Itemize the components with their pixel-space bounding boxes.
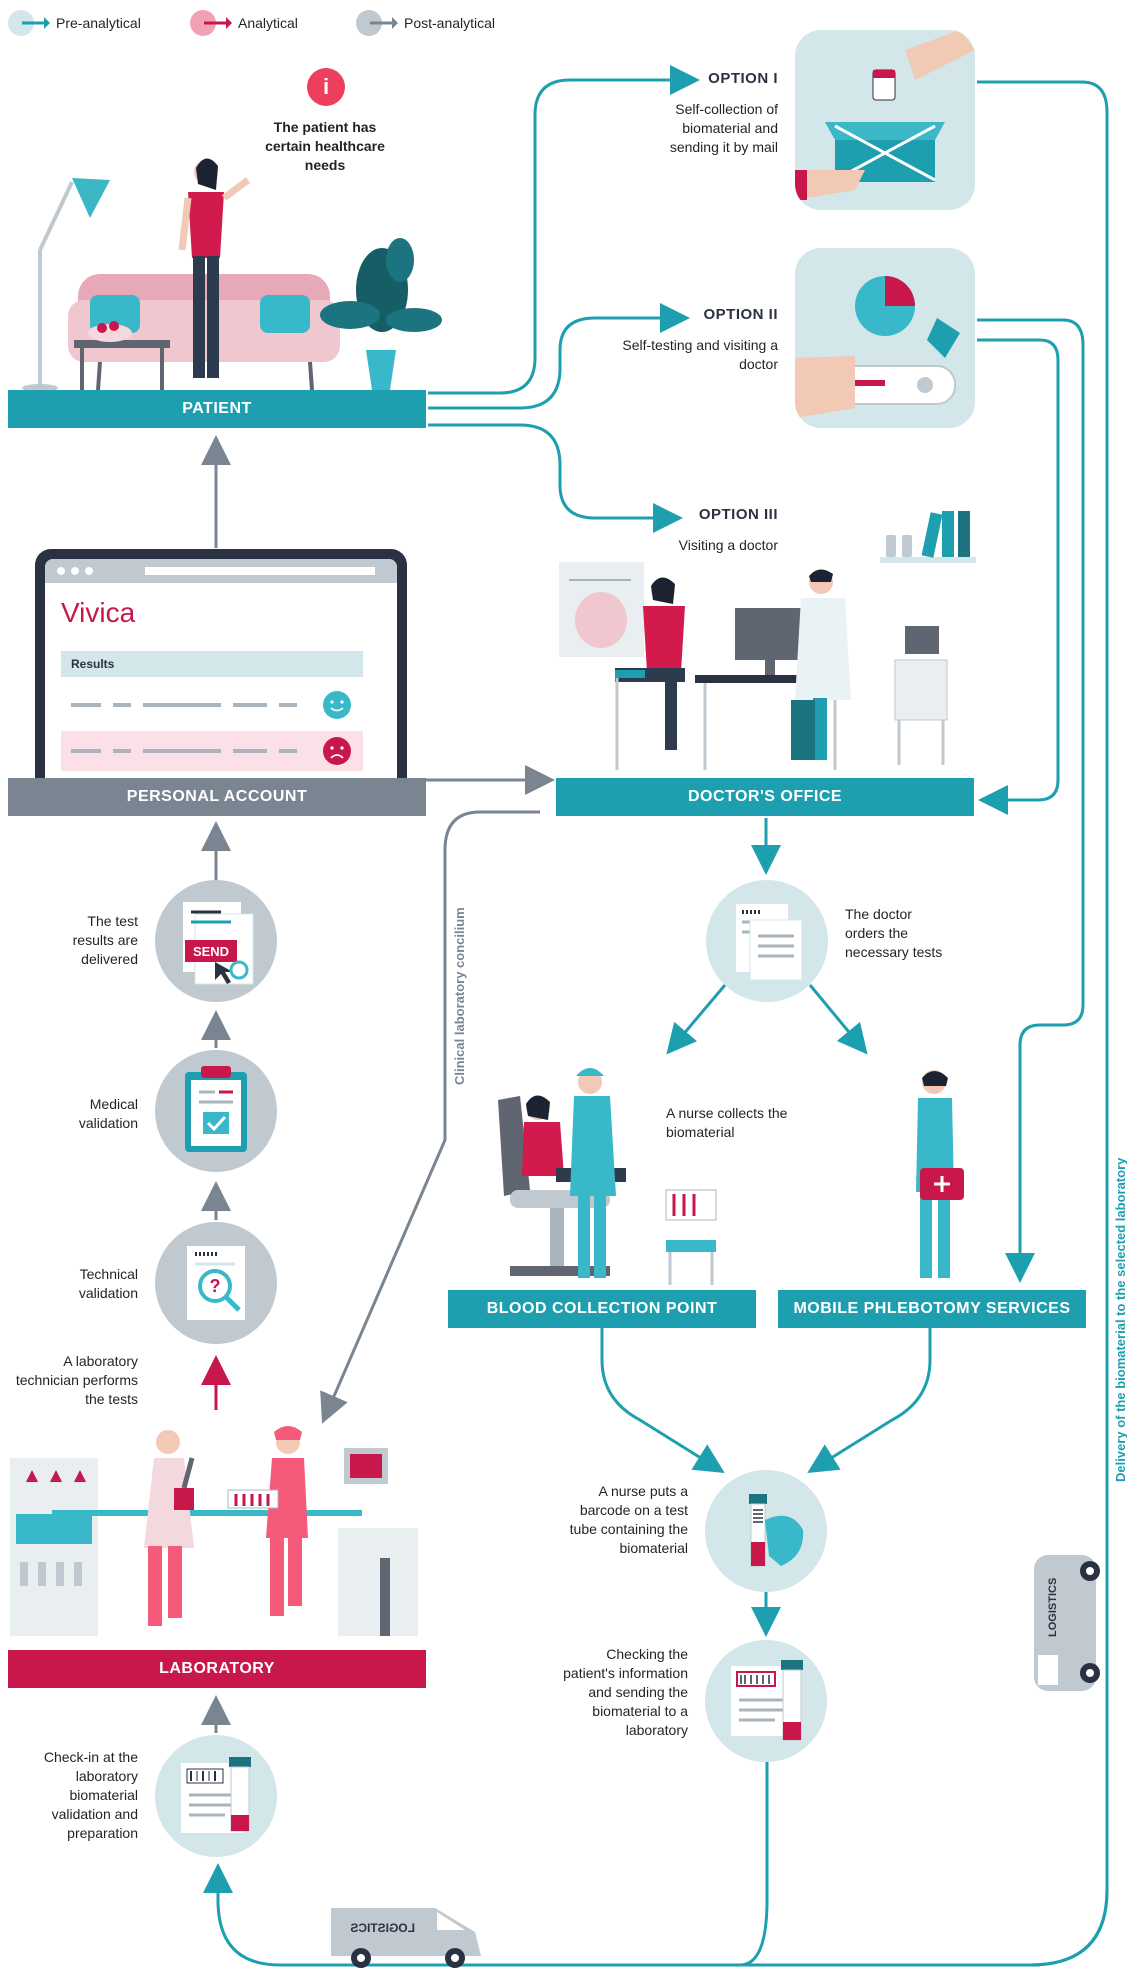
browser-window: Vivica Results	[45, 559, 397, 779]
doctor-office-bar[interactable]: DOCTOR'S OFFICE	[556, 778, 974, 816]
result-row-dashes	[71, 691, 351, 719]
option-1-title: OPTION I	[708, 70, 778, 87]
logistics-van-horizontal: LOGISTICS	[331, 1908, 481, 1968]
laptop-screen: Vivica Results	[35, 549, 407, 779]
medical-validation-icon	[155, 1050, 277, 1172]
legend-analytical-icon	[190, 10, 232, 36]
logistics-van-vertical: LOGISTICS	[1034, 1555, 1100, 1691]
send-results-icon: SEND	[155, 880, 277, 1002]
blood-collection-bar[interactable]: BLOOD COLLECTION POINT	[448, 1290, 756, 1328]
mail-box-icon	[795, 30, 975, 200]
info-icon: i	[307, 68, 345, 106]
results-header: Results	[61, 651, 363, 677]
logistics-label: LOGISTICS	[1047, 1578, 1059, 1637]
patient-bar[interactable]: PATIENT	[8, 390, 426, 428]
mobile-nurse-illustration	[916, 1070, 964, 1278]
order-tests-icon	[706, 880, 828, 1002]
send-label: SEND	[193, 944, 229, 959]
personal-account-bar[interactable]: PERSONAL ACCOUNT	[8, 778, 426, 816]
concilium-label: Clinical laboratory concilium	[452, 907, 467, 1085]
nurse-collects-text: A nurse collects the biomaterial	[666, 1105, 788, 1140]
mobile-phlebotomy-bar[interactable]: MOBILE PHLEBOTOMY SERVICES	[778, 1290, 1086, 1328]
legend-pre-analytical-icon	[8, 10, 50, 36]
window-dot-icon	[85, 567, 93, 575]
checkin-icon	[155, 1735, 277, 1857]
option-1-card[interactable]	[795, 30, 975, 210]
technical-validation-text: Technical validation	[78, 1266, 138, 1301]
result-row-dashes	[71, 737, 351, 765]
laboratory-illustration	[10, 1426, 418, 1636]
legend-label: Pre-analytical	[56, 15, 141, 31]
laboratory-bar[interactable]: LABORATORY	[8, 1650, 426, 1688]
option-2-card[interactable]	[795, 248, 975, 428]
option-3-title: OPTION III	[698, 506, 778, 523]
checking-text: Checking the patient's information and s…	[563, 1646, 688, 1738]
barcode-tube-icon	[705, 1470, 827, 1592]
legend-label: Post-analytical	[404, 15, 496, 31]
binders-shelf-icon	[880, 511, 976, 563]
lab-tech-text: A laboratory technician performs the tes…	[15, 1353, 138, 1407]
legend-post-analytical: Post-analytical	[356, 10, 495, 36]
browser-toolbar	[45, 559, 397, 583]
patient-need-text: The patient has certain healthcare needs	[265, 119, 385, 173]
doctor-orders-text: The doctor orders the necessary tests	[845, 906, 943, 960]
barcode-text: A nurse puts a barcode on a test tube co…	[569, 1483, 688, 1556]
window-dot-icon	[71, 567, 79, 575]
doctor-office-illustration	[559, 562, 948, 770]
result-row-bad[interactable]	[61, 731, 363, 771]
results-delivered-text: The test results are delivered	[72, 913, 138, 967]
option-3-text: Visiting a doctor	[678, 537, 778, 553]
option-2-text: Self-testing and visiting a doctor	[622, 337, 778, 372]
brand-logo: Vivica	[61, 597, 136, 628]
legend-pre-analytical: Pre-analytical	[8, 10, 141, 36]
legend-post-analytical-icon	[356, 10, 398, 36]
option-2-title: OPTION II	[703, 306, 778, 323]
checkin-text: Check-in at the laboratory biomaterial v…	[43, 1749, 138, 1841]
address-bar[interactable]	[145, 567, 375, 575]
legend-analytical: Analytical	[190, 10, 298, 36]
delivery-label: Delivery of the biomaterial to the selec…	[1113, 1157, 1127, 1482]
patient-scene-illustration	[22, 158, 442, 392]
legend-label: Analytical	[238, 15, 298, 31]
result-row-good[interactable]	[61, 685, 363, 725]
checking-doc-icon	[705, 1640, 827, 1762]
medical-validation-text: Medical validation	[78, 1096, 138, 1131]
option-1-text: Self-collection of biomaterial and sendi…	[669, 101, 778, 155]
svg-text:?: ?	[210, 1276, 221, 1296]
technical-validation-icon: ?	[155, 1222, 277, 1344]
blood-collection-illustration	[498, 1068, 717, 1285]
logistics-label-mirrored: LOGISTICS	[350, 1921, 415, 1935]
window-dot-icon	[57, 567, 65, 575]
self-test-icon	[795, 276, 960, 418]
